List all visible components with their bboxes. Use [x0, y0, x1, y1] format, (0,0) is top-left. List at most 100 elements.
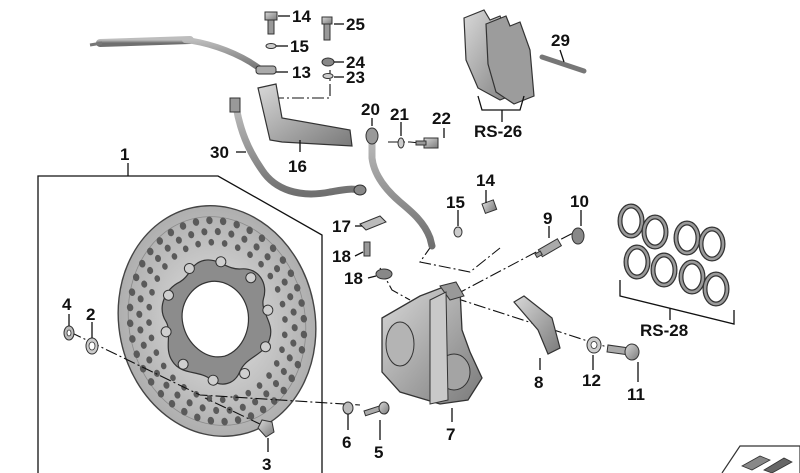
disc-rivet [162, 289, 174, 301]
callout-15-top: 15 [290, 37, 309, 56]
vent-hole [221, 417, 228, 426]
vent-hole [233, 394, 239, 402]
callout-4: 4 [62, 295, 72, 314]
vent-hole [272, 380, 280, 388]
vent-hole [149, 288, 155, 296]
vent-hole [129, 335, 136, 343]
vent-hole [246, 226, 253, 235]
callout-30: 30 [210, 143, 229, 162]
vent-hole [294, 283, 301, 292]
banjo-bolt-14 [264, 11, 278, 35]
callout-23: 23 [346, 68, 365, 87]
callout-5: 5 [374, 443, 383, 462]
vent-hole [146, 356, 153, 364]
vent-hole [234, 244, 241, 252]
vent-hole [281, 278, 288, 286]
washer-6 [342, 401, 354, 415]
vent-hole [168, 399, 176, 408]
seal-ring-highlight [679, 260, 705, 294]
vent-hole [264, 253, 271, 261]
callout-25: 25 [346, 15, 365, 34]
vent-hole [219, 396, 226, 404]
bolt-3 [257, 419, 275, 438]
vent-hole [199, 404, 206, 412]
vent-hole [300, 314, 308, 323]
vent-hole [137, 295, 144, 303]
axis-line-bolt3 [204, 397, 263, 426]
vent-hole [291, 324, 298, 332]
brake-caliper [381, 281, 483, 405]
vent-hole [287, 269, 295, 278]
vent-hole [157, 389, 165, 398]
vent-hole [245, 389, 252, 397]
callout-18-bolt: 18 [332, 247, 351, 266]
vent-hole [154, 275, 161, 282]
vent-hole [163, 381, 170, 389]
vent-hole [234, 416, 242, 424]
vent-hole [214, 227, 221, 236]
disc-rivet [239, 368, 251, 380]
bleeder-valve-9 [534, 238, 563, 259]
vent-hole [300, 330, 308, 339]
vent-hole [171, 253, 178, 260]
axis-line-hose-end [419, 244, 501, 273]
rs28-bracket [619, 280, 735, 325]
vent-hole [128, 288, 136, 296]
vent-hole [247, 251, 253, 259]
bolt-14-lower [481, 199, 498, 215]
cap-10 [571, 227, 585, 245]
hose-banjo-end [353, 184, 367, 196]
vent-hole [156, 237, 164, 245]
disc-group-bracket [37, 175, 323, 473]
vent-hole [269, 244, 277, 253]
hose-bracket-16 [257, 83, 353, 147]
vent-hole [147, 266, 154, 275]
callout-10: 10 [570, 192, 589, 211]
vent-hole [141, 280, 148, 288]
vent-hole [140, 341, 147, 349]
vent-hole [213, 406, 220, 415]
callout-rs26: RS-26 [474, 122, 522, 141]
vent-hole [279, 300, 286, 308]
vent-hole [263, 390, 270, 398]
vent-hole [146, 303, 153, 311]
washer-23 [322, 73, 334, 79]
vent-hole [274, 265, 281, 273]
axis-line-banjo [272, 70, 331, 99]
callout-21: 21 [390, 105, 409, 124]
vent-hole [153, 349, 160, 356]
vent-hole [207, 416, 215, 425]
vent-hole [239, 403, 246, 411]
vent-hole [146, 319, 152, 326]
vent-hole [298, 346, 306, 354]
vent-hole [279, 346, 285, 354]
seal-ring-highlight [642, 215, 668, 249]
vent-hole [126, 303, 134, 312]
vent-hole [192, 218, 200, 226]
callout-8: 8 [534, 373, 543, 392]
callout-2: 2 [86, 305, 95, 324]
brake-line-upper [89, 36, 265, 73]
vent-hole [174, 391, 181, 399]
washer-15-lower [453, 226, 463, 238]
vent-hole [266, 372, 272, 379]
vent-hole [201, 228, 208, 236]
vent-hole [228, 230, 235, 238]
bolt-11 [606, 343, 640, 361]
callout-rs28: RS-28 [640, 321, 688, 340]
vent-hole [148, 334, 155, 342]
vent-hole [132, 273, 140, 282]
rs26-bracket [477, 95, 525, 111]
vent-hole [280, 367, 287, 376]
callout-20: 20 [361, 100, 380, 119]
vent-hole [167, 228, 175, 237]
bolt-5 [363, 401, 390, 417]
vent-hole [287, 293, 294, 301]
callout-17: 17 [332, 217, 351, 236]
callout-12: 12 [582, 371, 601, 390]
disc-rivet [177, 358, 189, 370]
callout-18-nut: 18 [344, 269, 363, 288]
callout-15-lower: 15 [446, 193, 465, 212]
